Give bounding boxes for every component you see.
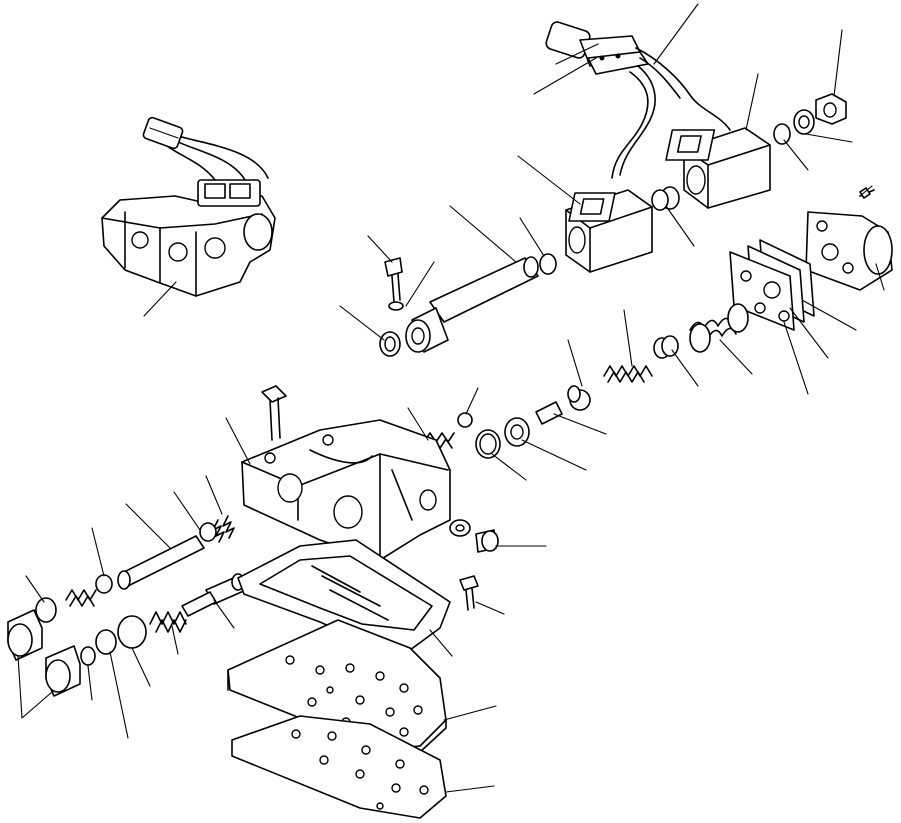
spool-lower-left <box>95 573 247 655</box>
separator-plate-upper <box>227 619 447 753</box>
screw-small <box>459 575 479 611</box>
solenoid-center <box>565 189 653 273</box>
valve-body <box>241 419 451 561</box>
assembled-valve-unit <box>101 116 276 297</box>
separator-plate-lower <box>231 715 447 819</box>
nut-and-washers <box>773 93 847 145</box>
leader-lines <box>17 3 885 793</box>
plug-and-washer-right <box>449 519 499 553</box>
small-bolt-top <box>384 257 404 311</box>
separator-gasket <box>237 539 451 651</box>
bolt-upper <box>261 385 287 441</box>
solenoid-right <box>665 127 771 209</box>
o-rings-mid <box>539 186 680 275</box>
spring-stack-right <box>423 303 749 459</box>
solenoid-tube <box>379 256 539 357</box>
plugs-left <box>7 609 96 697</box>
